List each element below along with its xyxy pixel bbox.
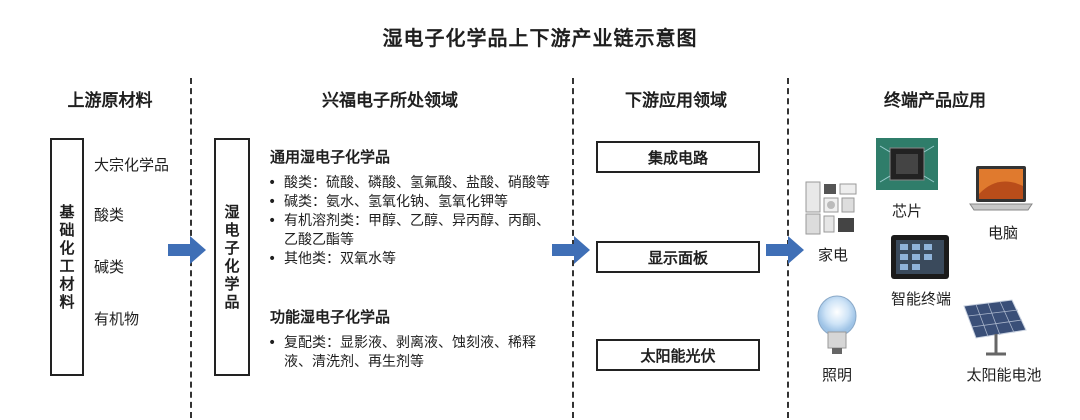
- light-bulb-icon: [817, 295, 857, 354]
- laptop-icon: [969, 166, 1033, 211]
- solar-panel-icon: [963, 299, 1027, 356]
- downstream-box-solar: 太阳能光伏: [596, 339, 760, 371]
- list-item: 酸类：硫酸、磷酸、氢氟酸、盐酸、硝酸等: [262, 174, 552, 193]
- heading-terminal: 终端产品应用: [884, 91, 986, 111]
- list-item: 碱类：氨水、氢氧化钠、氢氧化钾等: [262, 193, 552, 212]
- functional-heading: 功能湿电子化学品: [270, 308, 391, 326]
- heading-upstream: 上游原材料: [67, 91, 153, 111]
- product-label-chip: 芯片: [891, 202, 922, 220]
- heading-downstream: 下游应用领域: [625, 91, 727, 111]
- upstream-item: 有机物: [94, 310, 140, 328]
- downstream-box-display: 显示面板: [596, 241, 760, 273]
- general-heading: 通用湿电子化学品: [270, 148, 391, 166]
- list-item: 复配类：显影液、剥离液、蚀刻液、稀释液、清洗剂、再生剂等: [262, 334, 552, 372]
- product-label-computer: 电脑: [987, 224, 1018, 242]
- arrow-right-icon: [766, 236, 804, 264]
- company-box: 湿电子化学品: [214, 138, 250, 376]
- product-label-appliances: 家电: [817, 246, 848, 264]
- appliances-icon: [805, 181, 857, 235]
- upstream-box-label: 基础化工材料: [59, 203, 75, 311]
- company-box-label: 湿电子化学品: [224, 203, 240, 311]
- arrow-right-icon: [552, 236, 590, 264]
- page-title: 湿电子化学品上下游产业链示意图: [382, 26, 698, 50]
- chip-icon: [876, 138, 938, 190]
- upstream-item: 酸类: [94, 206, 125, 224]
- heading-company: 兴福电子所处领域: [322, 91, 458, 111]
- upstream-item: 碱类: [94, 258, 125, 276]
- list-item: 有机溶剂类：甲醇、乙醇、异丙醇、丙酮、乙酸乙酯等: [262, 212, 552, 250]
- functional-list: 复配类：显影液、剥离液、蚀刻液、稀释液、清洗剂、再生剂等: [262, 334, 552, 372]
- product-label-solar-cell: 太阳能电池: [966, 366, 1042, 384]
- list-item: 其他类：双氧水等: [262, 250, 552, 269]
- upstream-item: 大宗化学品: [94, 156, 170, 174]
- tablet-icon: [891, 235, 949, 279]
- downstream-box-ic: 集成电路: [596, 141, 760, 173]
- product-label-lighting: 照明: [821, 366, 852, 384]
- arrow-right-icon: [168, 236, 206, 264]
- upstream-box: 基础化工材料: [50, 138, 84, 376]
- product-label-smart-terminal: 智能终端: [890, 290, 951, 308]
- general-list: 酸类：硫酸、磷酸、氢氟酸、盐酸、硝酸等 碱类：氨水、氢氧化钠、氢氧化钾等 有机溶…: [262, 174, 552, 269]
